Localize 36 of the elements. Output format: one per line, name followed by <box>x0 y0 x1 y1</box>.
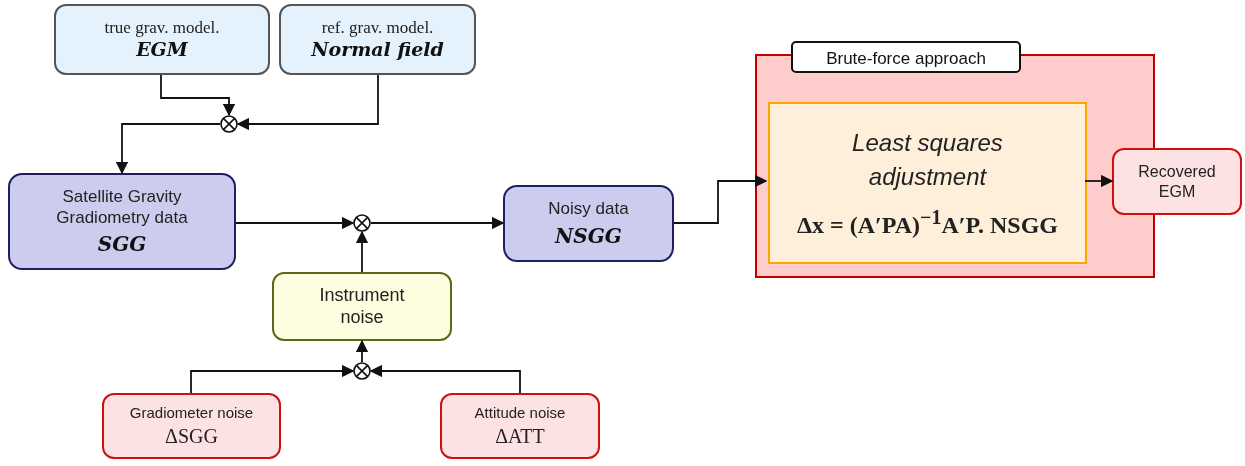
data-symbol: SGG <box>97 231 147 256</box>
arrow <box>115 123 221 175</box>
arrow <box>160 74 236 117</box>
data-caption: Noisy data <box>548 199 629 220</box>
panel-heading: Brute-force approach <box>791 41 1021 73</box>
model-symbol: Normal field <box>311 38 444 62</box>
model-caption: true grav. model. <box>104 17 220 39</box>
model-box <box>279 4 476 75</box>
noise-box <box>440 393 600 459</box>
formula: Δx = (A′PA)$^{−1}$A′P. NSGG <box>797 205 1058 240</box>
arrow <box>236 74 379 131</box>
noise-caption: Gradiometer noise <box>129 404 254 422</box>
arrow <box>673 174 768 224</box>
noise-box <box>1112 148 1242 215</box>
method-box <box>768 102 1087 264</box>
process-box <box>272 272 452 341</box>
noise-box <box>102 393 281 459</box>
data-caption: Satellite Gravity Gradiometry data <box>55 187 189 228</box>
arrow <box>369 364 521 394</box>
box-label: Recovered EGM <box>1137 162 1217 201</box>
arrow <box>235 216 355 230</box>
data-box <box>503 185 674 262</box>
arrow <box>355 230 369 273</box>
model-caption: ref. grav. model. <box>321 17 434 39</box>
model-box <box>54 4 270 75</box>
box-label: Instrument noise <box>318 284 406 329</box>
data-box <box>8 173 236 270</box>
method-title: Least squares adjustment <box>851 128 1004 192</box>
model-symbol: EGM <box>136 38 188 62</box>
noise-caption: Attitude noise <box>474 404 566 422</box>
arrow <box>190 364 355 394</box>
data-symbol: NSGG <box>555 223 622 248</box>
noise-symbol: ΔATT <box>495 424 545 448</box>
noise-symbol: ΔSGG <box>165 424 218 448</box>
arrow <box>370 216 505 230</box>
arrow <box>355 339 369 363</box>
